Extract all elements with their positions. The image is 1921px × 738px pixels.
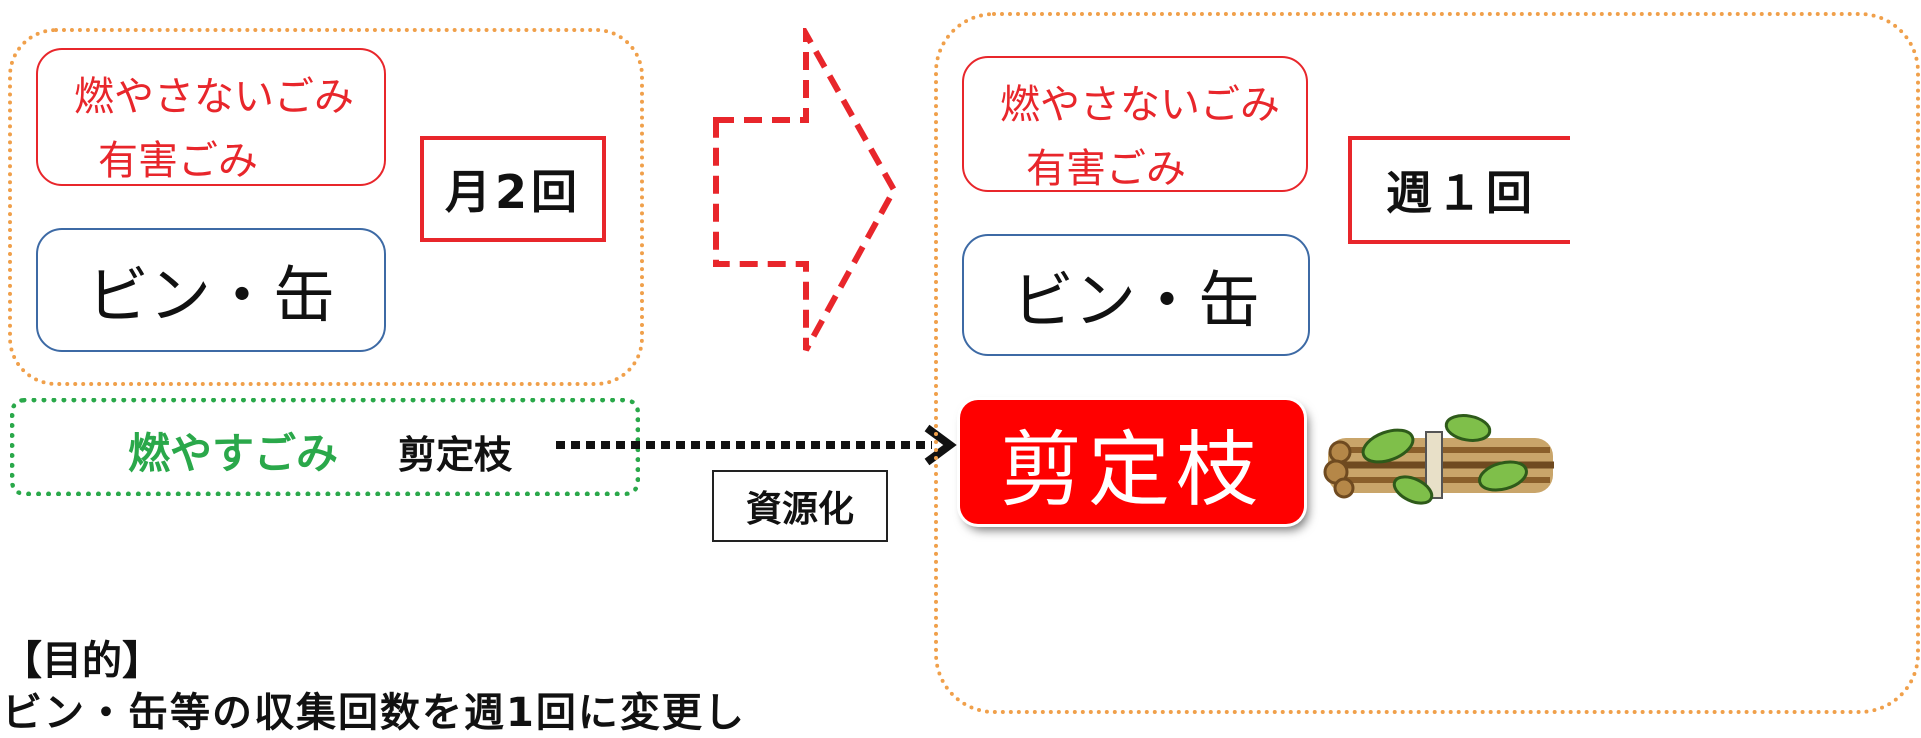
before-nonburnable-card: 燃やさないごみ 有害ごみ [36, 48, 386, 186]
dotted-arrow-icon [556, 424, 957, 466]
after-frequency: 週１回 [1348, 136, 1570, 244]
before-nonburnable-label: 燃やさないごみ [74, 74, 354, 120]
burnable-item: 剪定枝 [398, 433, 513, 477]
before-group [8, 28, 644, 386]
purpose-heading: 【目的】 [2, 638, 162, 684]
branch-bundle-icon [1323, 414, 1554, 505]
purpose-text: ビン・缶等の収集回数を週1回に変更し [2, 690, 746, 736]
before-bin-can-card: ビン・缶 [36, 228, 386, 352]
after-pruned-branches-card: 剪定枝 [960, 400, 1304, 524]
after-nonburnable-label: 燃やさないごみ [1000, 82, 1280, 128]
right-arrow-outline-icon [713, 28, 898, 352]
after-nonburnable-card: 燃やさないごみ 有害ごみ [962, 56, 1308, 192]
conversion-label: 資源化 [712, 470, 888, 542]
after-hazardous-label: 有害ごみ [1026, 146, 1186, 192]
before-frequency: 月2回 [420, 136, 606, 242]
after-bin-can-card: ビン・缶 [962, 234, 1310, 356]
before-hazardous-label: 有害ごみ [98, 138, 258, 184]
after-group [934, 12, 1920, 714]
burnable-label: 燃やすごみ [128, 429, 339, 478]
